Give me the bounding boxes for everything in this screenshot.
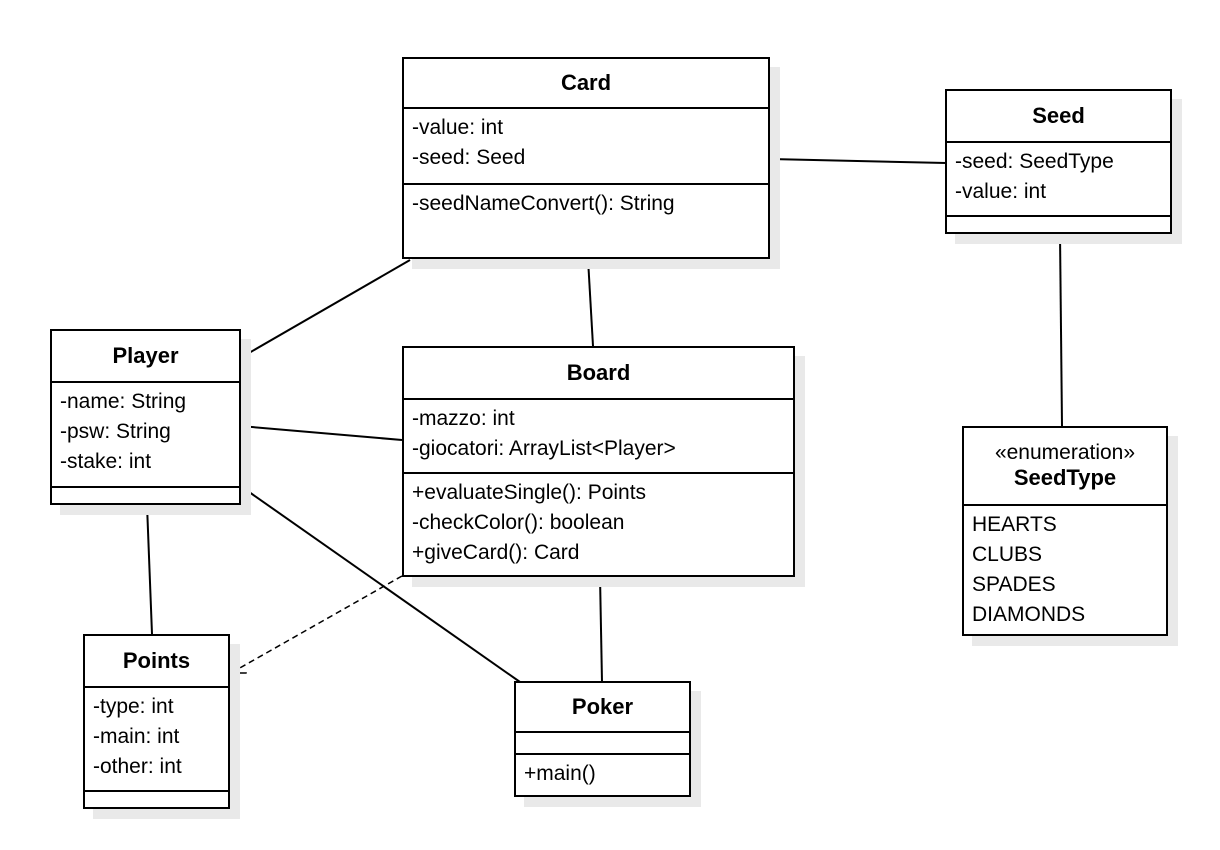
class-player[interactable]: Player -name: String -psw: String -stake…	[50, 329, 241, 505]
class-board-name: Board	[404, 348, 793, 400]
assoc-card-seed	[769, 158, 947, 164]
operation: +evaluateSingle(): Points	[412, 481, 647, 504]
class-card-name: Card	[404, 59, 768, 109]
operation: -checkColor(): boolean	[412, 511, 625, 534]
operation: +giveCard(): Card	[412, 541, 580, 564]
class-board-operations: +evaluateSingle(): Points -checkColor():…	[404, 474, 793, 572]
class-card-attributes: -value: int -seed: Seed	[404, 109, 768, 185]
assoc-player-poker	[241, 486, 521, 683]
attribute: -stake: int	[60, 450, 152, 473]
class-seed-operations	[947, 217, 1170, 225]
attribute: -name: String	[60, 390, 187, 413]
assoc-seed-seedtype	[1059, 233, 1063, 427]
enum-stereotype: «enumeration»	[994, 441, 1136, 464]
attribute: -seed: Seed	[412, 146, 526, 169]
enum-literal: HEARTS	[972, 513, 1057, 536]
enum-literal: DIAMONDS	[972, 603, 1086, 626]
class-player-attributes: -name: String -psw: String -stake: int	[52, 383, 239, 488]
assoc-card-player	[241, 259, 411, 358]
enum-seedtype[interactable]: «enumeration» SeedType HEARTS CLUBS SPAD…	[962, 426, 1168, 636]
class-points[interactable]: Points -type: int -main: int -other: int	[83, 634, 230, 809]
class-poker-operations: +main()	[516, 755, 689, 793]
dependency-board-points	[231, 575, 403, 673]
class-poker-name: Poker	[516, 683, 689, 733]
enum-literal: SPADES	[972, 573, 1056, 596]
class-card[interactable]: Card -value: int -seed: Seed -seedNameCo…	[402, 57, 770, 259]
assoc-board-poker	[599, 575, 603, 683]
class-seed[interactable]: Seed -seed: SeedType -value: int	[945, 89, 1172, 234]
attribute: -giocatori: ArrayList<Player>	[412, 437, 676, 460]
attribute: -type: int	[93, 695, 174, 718]
attribute: -other: int	[93, 755, 182, 778]
attribute: -mazzo: int	[412, 407, 515, 430]
enum-seedtype-header: «enumeration» SeedType	[964, 428, 1166, 506]
attribute: -value: int	[955, 180, 1047, 203]
assoc-player-board	[239, 425, 403, 441]
attribute: -psw: String	[60, 420, 171, 443]
operation: -seedNameConvert(): String	[412, 192, 675, 215]
class-board[interactable]: Board -mazzo: int -giocatori: ArrayList<…	[402, 346, 795, 577]
class-board-attributes: -mazzo: int -giocatori: ArrayList<Player…	[404, 400, 793, 474]
attribute: -seed: SeedType	[955, 150, 1114, 173]
class-card-operations: -seedNameConvert(): String	[404, 185, 768, 223]
attribute: -value: int	[412, 116, 504, 139]
enum-seedtype-literals: HEARTS CLUBS SPADES DIAMONDS	[964, 506, 1166, 634]
enum-literal: CLUBS	[972, 543, 1043, 566]
class-points-operations	[85, 792, 228, 800]
class-poker[interactable]: Poker +main()	[514, 681, 691, 797]
class-poker-attributes	[516, 733, 689, 755]
class-player-name: Player	[52, 331, 239, 383]
class-points-attributes: -type: int -main: int -other: int	[85, 688, 228, 792]
assoc-card-board	[587, 258, 594, 347]
class-seed-attributes: -seed: SeedType -value: int	[947, 143, 1170, 217]
class-seed-name: Seed	[947, 91, 1170, 143]
attribute: -main: int	[93, 725, 180, 748]
class-player-operations	[52, 488, 239, 496]
operation: +main()	[524, 762, 596, 785]
class-points-name: Points	[85, 636, 228, 688]
assoc-player-points	[146, 504, 153, 635]
enum-seedtype-name: SeedType	[1013, 465, 1117, 490]
